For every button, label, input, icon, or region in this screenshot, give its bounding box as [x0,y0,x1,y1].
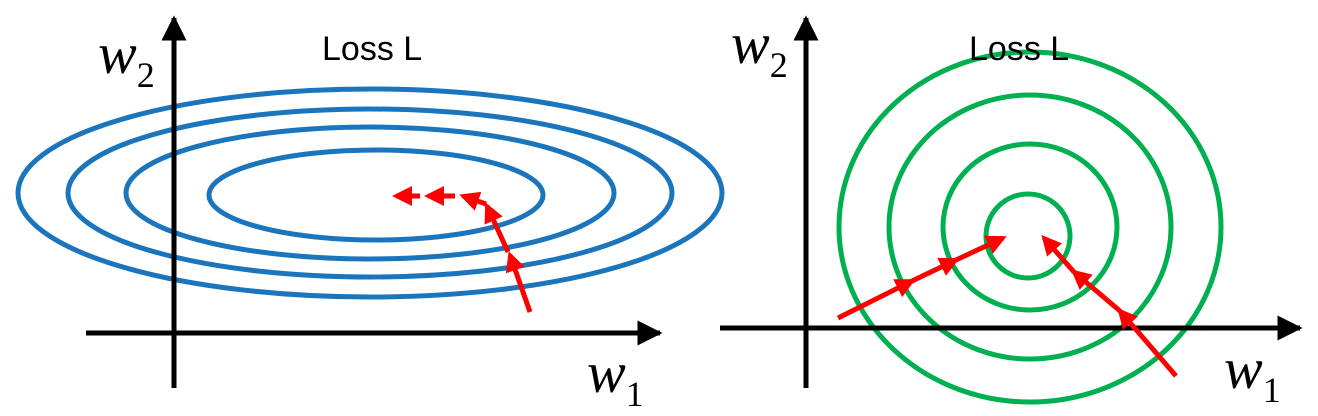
right-contour-inner [983,191,1073,281]
right-descent-path-left [836,235,1007,321]
right-right-step-1 [1117,307,1178,378]
right-descent-path-right [1041,235,1178,378]
right-panel: w2 w1 Loss L [720,11,1303,410]
right-right-step-2 [1070,269,1122,313]
left-contour-inner [206,147,546,243]
right-x-var: w [1224,336,1263,401]
left-title: Loss L [322,30,422,68]
right-left-step-3 [954,235,1007,263]
right-x-axis-label: w1 [1224,336,1281,410]
left-panel: w2 w1 Loss L [15,15,725,414]
left-contour-3 [65,106,675,280]
left-step-3 [459,191,487,211]
right-contour-3 [886,92,1174,362]
left-contours [15,86,725,300]
right-y-axis-label: w2 [731,11,788,85]
left-x-axis-label: w1 [587,340,644,414]
left-x-sub: 1 [626,374,644,414]
right-contour-outer [836,49,1224,405]
right-contour-2 [940,141,1120,313]
left-contour-outer [15,86,725,300]
right-title: Loss L [969,30,1069,68]
right-y-var: w [731,11,770,76]
left-y-var: w [98,21,137,86]
left-descent-path [392,186,533,313]
left-x-var: w [587,340,626,405]
left-y-axis-label: w2 [98,21,155,95]
right-contours [836,49,1224,405]
right-right-step-3 [1041,235,1076,274]
right-x-sub: 1 [1263,370,1281,410]
right-left-step-1 [836,278,916,321]
left-y-sub: 2 [137,55,155,95]
right-y-sub: 2 [770,45,788,85]
left-step-2 [484,202,511,254]
right-left-step-2 [910,257,960,284]
left-contour-2 [123,124,617,262]
left-step-1 [505,251,533,313]
